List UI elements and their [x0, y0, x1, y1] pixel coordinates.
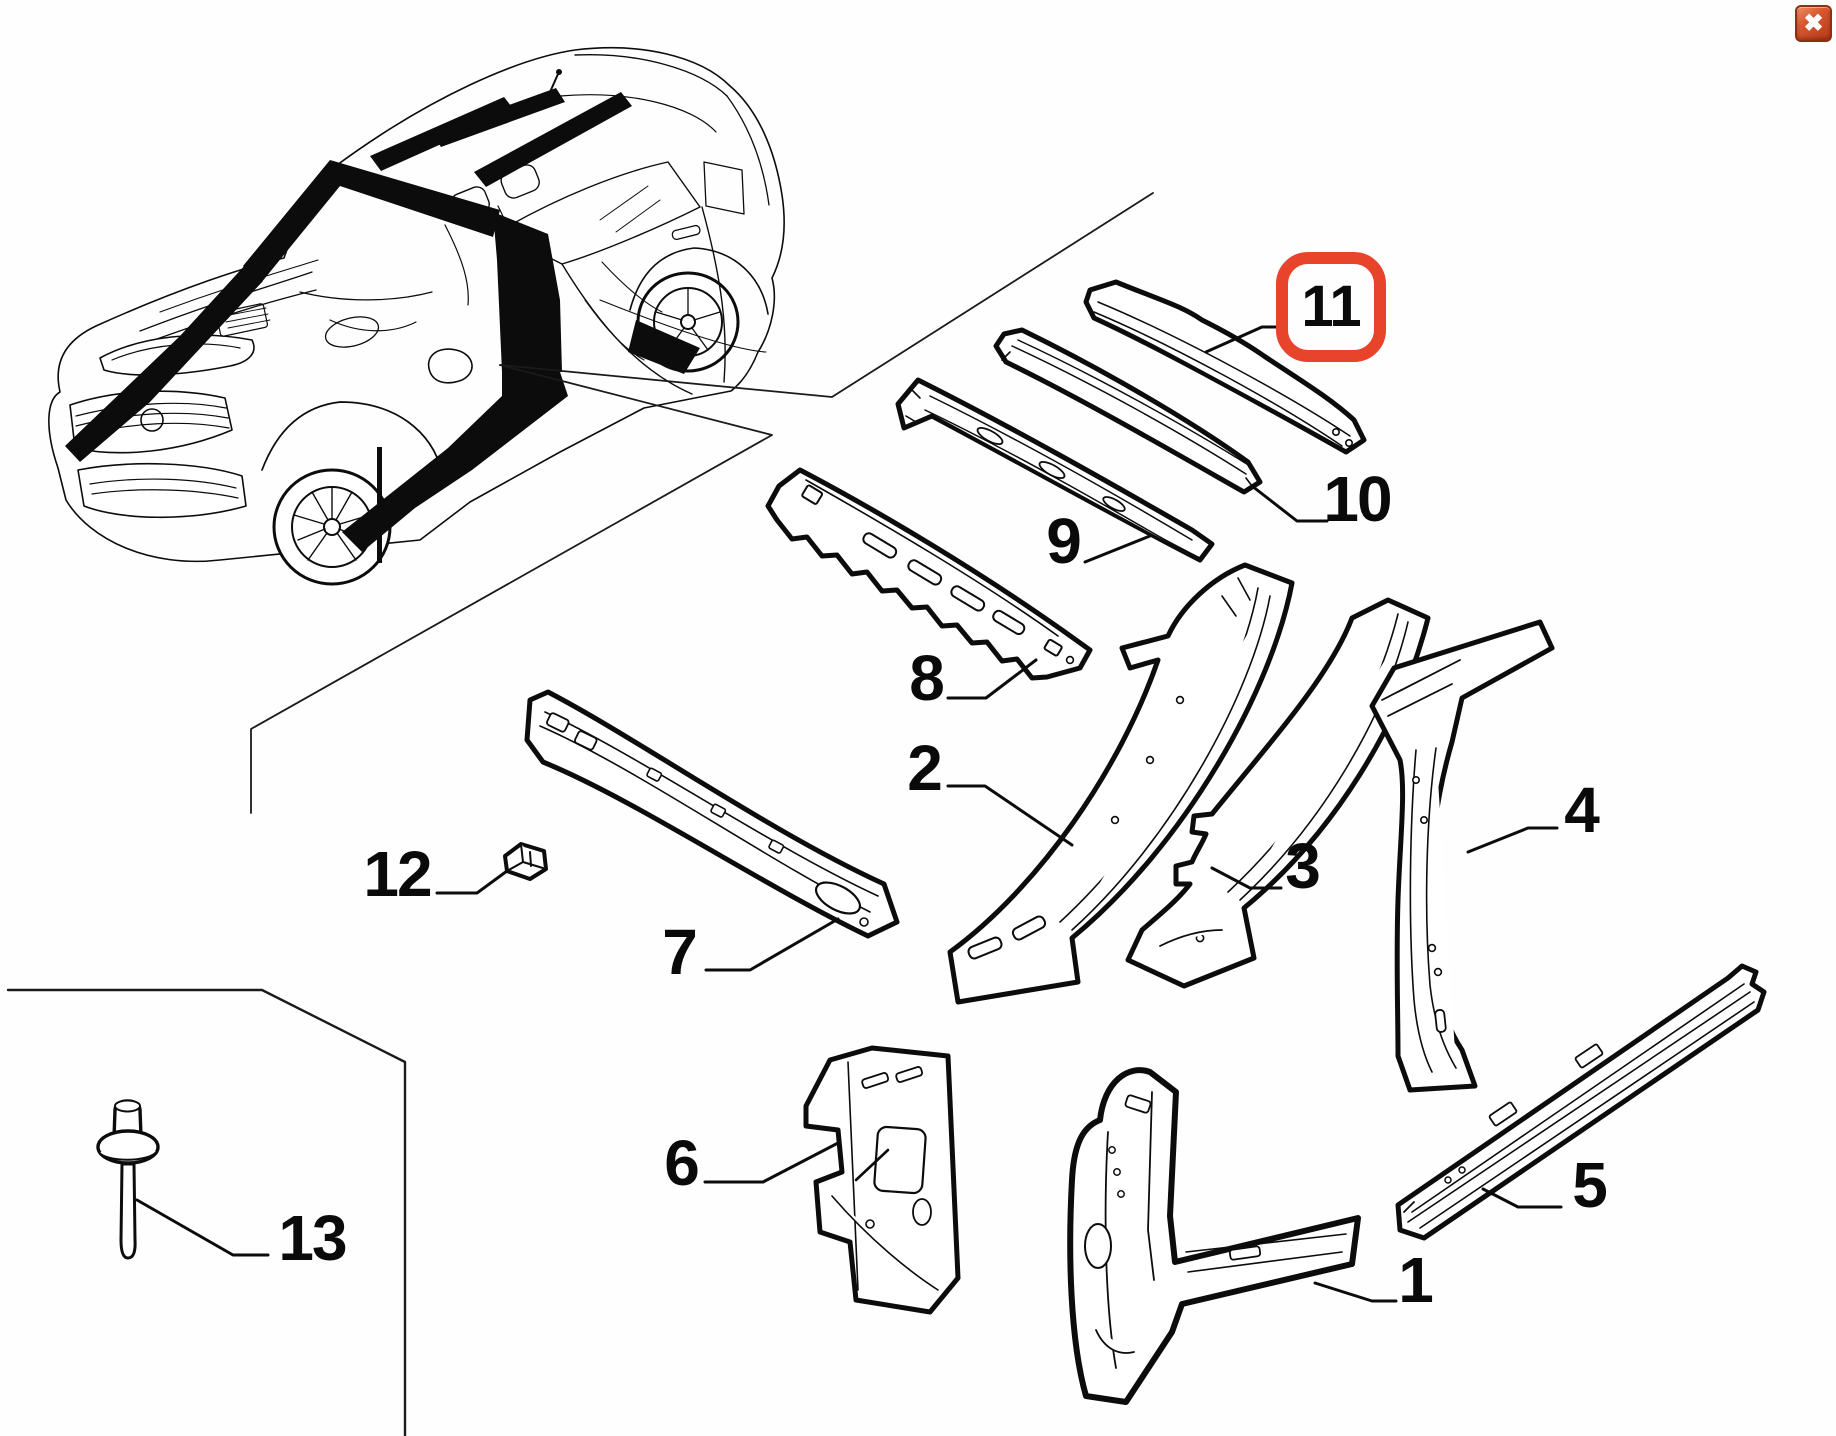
- close-button[interactable]: ✖: [1795, 5, 1832, 42]
- highlight-box: [1276, 252, 1386, 362]
- part-1-body-side-pillar-sill[interactable]: [1067, 1067, 1361, 1405]
- part-10-roof-bow-middle[interactable]: [993, 327, 1263, 495]
- part-2-a-pillar-inner[interactable]: [947, 562, 1295, 1005]
- leader-lines: [135, 325, 1563, 1303]
- callout-9[interactable]: 9: [1046, 505, 1082, 577]
- part-7-cowl-panel[interactable]: [524, 689, 900, 939]
- callout-3[interactable]: 3: [1285, 830, 1321, 902]
- leader-9: [1083, 534, 1152, 564]
- part-9-roof-bow-front[interactable]: [895, 377, 1215, 563]
- callout-10[interactable]: 10: [1323, 463, 1392, 535]
- part-12-clip[interactable]: [503, 842, 548, 881]
- part-11-roof-bow-rear[interactable]: [1083, 279, 1367, 455]
- leader-7: [704, 917, 840, 972]
- part-3-a-pillar-reinforcement[interactable]: [1125, 597, 1431, 989]
- leader-12: [435, 869, 509, 895]
- callout-7[interactable]: 7: [662, 916, 698, 988]
- leader-6: [703, 1141, 840, 1184]
- fastener-box-frame: [6, 988, 407, 1436]
- leader-2: [946, 784, 1074, 847]
- leader-13: [135, 1198, 270, 1257]
- part-13-rivet[interactable]: [96, 1099, 160, 1260]
- callout-12[interactable]: 12: [363, 838, 432, 910]
- callout-6[interactable]: 6: [664, 1127, 700, 1199]
- callout-4[interactable]: 4: [1564, 774, 1600, 846]
- leader-10: [1250, 484, 1329, 523]
- callout-13[interactable]: 13: [278, 1202, 347, 1274]
- leader-8: [946, 658, 1038, 700]
- part-5-sill-outer[interactable]: [1395, 963, 1767, 1241]
- car-highlighted-structure: [65, 88, 700, 563]
- part-4-b-pillar[interactable]: [1369, 619, 1555, 1093]
- car-illustration: [48, 47, 785, 586]
- part-6-hinge-pillar-inner[interactable]: [803, 1045, 961, 1315]
- leader-4: [1466, 826, 1559, 854]
- callout-8[interactable]: 8: [909, 642, 945, 714]
- leader-11: [1204, 325, 1283, 354]
- projection-lines: [250, 192, 1154, 814]
- callout-11-highlighted[interactable]: 11: [1301, 274, 1361, 339]
- callout-2[interactable]: 2: [907, 732, 943, 804]
- leader-5: [1481, 1187, 1563, 1209]
- leader-3: [1210, 866, 1283, 890]
- close-icon: ✖: [1803, 10, 1824, 37]
- callout-5[interactable]: 5: [1572, 1149, 1608, 1221]
- callout-1[interactable]: 1: [1398, 1244, 1434, 1316]
- part-8-windshield-header[interactable]: [765, 467, 1093, 681]
- leader-1: [1313, 1281, 1398, 1303]
